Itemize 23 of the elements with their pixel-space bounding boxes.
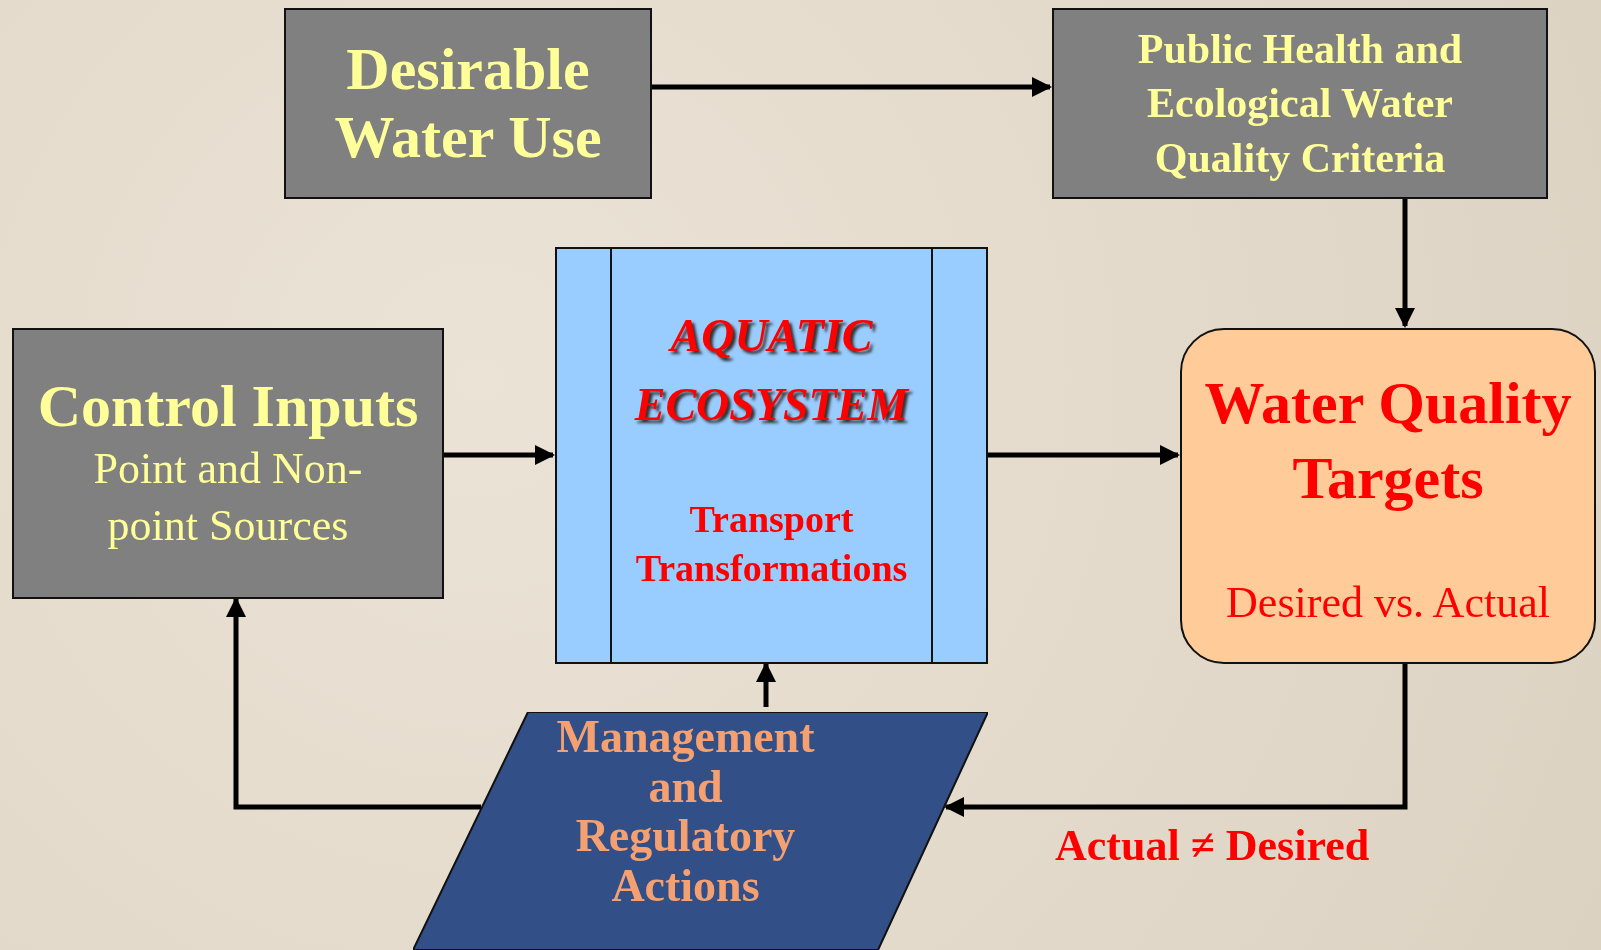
node-title: Control Inputs <box>37 372 419 440</box>
node-title: Public Health and Ecological Water Quality Criteria <box>1136 24 1464 183</box>
connector-arrow <box>652 77 1052 97</box>
edge-label: Actual ≠ Desired <box>1055 820 1370 871</box>
node-title: Management and Regulatory Actions <box>555 712 816 911</box>
connector-arrow <box>988 445 1180 465</box>
node-subtitle: Transport Transformations <box>634 497 909 592</box>
action-parallelogram <box>413 712 988 950</box>
target-box <box>1180 328 1596 664</box>
connector-arrow <box>444 445 555 465</box>
ecosystem-box <box>555 247 988 664</box>
process-box <box>12 328 444 599</box>
node-subtitle: Desired vs. Actual <box>1226 577 1550 630</box>
connector-arrow <box>226 597 482 810</box>
connector-arrow <box>1395 199 1415 328</box>
node-subtitle: Point and Non-point Sources <box>92 442 364 553</box>
node-title: AQUATIC ECOSYSTEM <box>633 309 911 432</box>
node-title: Water Quality Targets <box>1203 369 1573 514</box>
process-box <box>1052 8 1548 199</box>
connector-arrow <box>756 662 776 707</box>
process-box <box>284 8 652 199</box>
connector-arrow <box>944 664 1408 817</box>
node-title: Desirable Water Use <box>333 36 603 171</box>
